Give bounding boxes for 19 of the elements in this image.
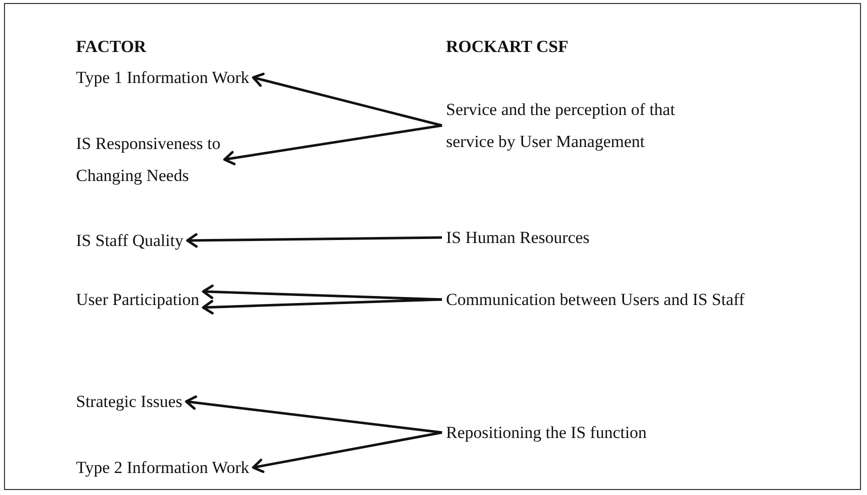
factor-text: Type 2 Information Work (76, 458, 250, 477)
column-heading: FACTOR (76, 36, 146, 58)
arrow (186, 233, 442, 248)
factor-text: User Participation (76, 290, 200, 309)
arrow (252, 431, 442, 473)
csf-text: Service and the perception of that service by User Management (446, 100, 675, 151)
factor-text: IS Staff Quality (76, 231, 184, 250)
arrow (184, 395, 442, 434)
column-heading: ROCKART CSF (446, 36, 568, 58)
csf-text: IS Human Resources (446, 228, 590, 247)
csf-text: Communication between Users and IS Staff (446, 290, 745, 309)
csf-text: Repositioning the IS function (446, 423, 647, 442)
arrow (223, 124, 442, 166)
arrow (202, 298, 442, 314)
arrow (252, 72, 442, 127)
arrow (202, 284, 442, 301)
factor-text: Type 1 Information Work (76, 68, 250, 87)
factor-text: Strategic Issues (76, 392, 182, 411)
factor-text: IS Responsiveness to Changing Needs (76, 134, 220, 185)
